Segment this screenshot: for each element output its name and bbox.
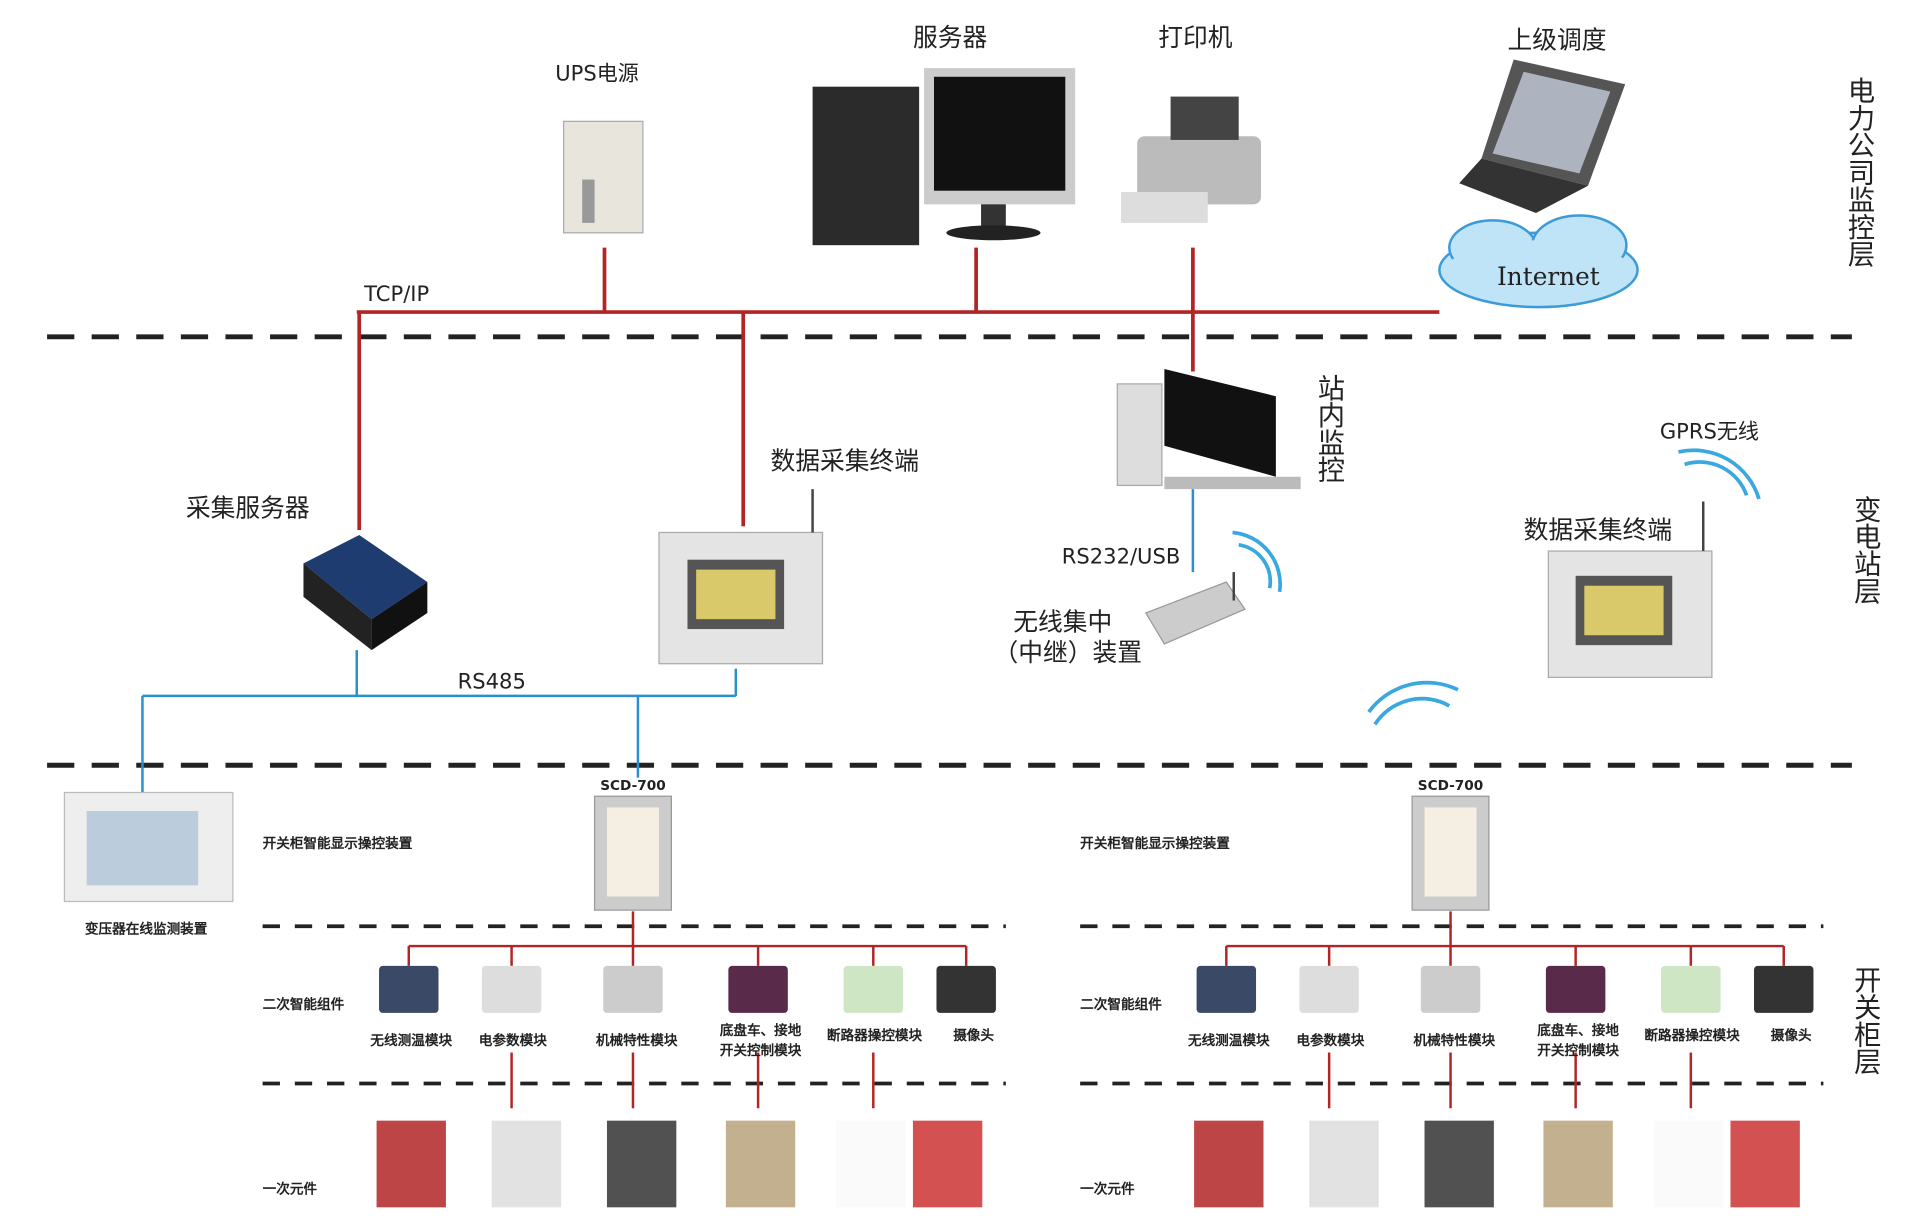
module-label: 开关控制模块 [1537, 1042, 1619, 1059]
module-label: 摄像头 [953, 1027, 994, 1044]
tcpip-network-lines [356, 247, 1440, 530]
ups-label: UPS电源 [555, 60, 639, 85]
module-device [843, 965, 904, 1013]
module-label: 机械特性模块 [596, 1032, 678, 1049]
primary-element-device [491, 1120, 562, 1208]
transformer-monitor-device [63, 791, 234, 903]
display-device-label: 开关柜智能显示操控装置 [1080, 835, 1230, 852]
rs232-label: RS232/USB [1062, 543, 1180, 568]
primary-element-device [725, 1120, 796, 1208]
station-monitor-label: 站内监控 [1312, 374, 1345, 483]
scd-model-label: SCD-700 [600, 778, 665, 794]
module-label: 断路器操控模块 [1644, 1027, 1740, 1044]
module-label: 开关控制模块 [720, 1042, 802, 1059]
wireless-relay-label-2: （中继）装置 [994, 638, 1143, 667]
server-label: 服务器 [913, 23, 988, 52]
data-terminal-left [658, 489, 824, 665]
module-device [728, 965, 788, 1013]
primary-element-device [1424, 1120, 1494, 1208]
internet-label: Internet [1497, 262, 1600, 291]
serial-lines [141, 489, 1195, 793]
primary-element-device [606, 1120, 677, 1208]
secondary-components-label: 二次智能组件 [1080, 996, 1162, 1013]
primary-element-device [912, 1120, 983, 1208]
collect-server-label: 采集服务器 [186, 493, 310, 522]
rs485-label: RS485 [458, 668, 526, 693]
laptop [1459, 59, 1626, 213]
printer-label: 打印机 [1158, 23, 1233, 52]
module-label: 断路器操控模块 [827, 1027, 923, 1044]
ups-device [562, 120, 644, 234]
primary-element-device [376, 1120, 446, 1208]
primary-elements-label: 一次元件 [263, 1181, 318, 1198]
module-device [1661, 965, 1721, 1013]
module-label: 无线测温模块 [369, 1032, 452, 1049]
module-device [1754, 965, 1814, 1013]
scd-model-label: SCD-700 [1418, 778, 1483, 794]
module-device [1299, 965, 1359, 1013]
server-computer [812, 68, 1076, 246]
primary-element-device [1730, 1120, 1800, 1208]
terminal-right-label: 数据采集终端 [1524, 516, 1673, 545]
printer [1121, 96, 1262, 223]
module-label: 电参数模块 [479, 1032, 547, 1049]
terminal-left-label: 数据采集终端 [771, 446, 920, 475]
module-device [936, 965, 996, 1013]
layer-label-substation: 变电站层 [1849, 495, 1882, 604]
wireless-relay-label-1: 无线集中 [1013, 607, 1112, 636]
layer-label-company: 电力公司监控层 [1843, 77, 1876, 268]
module-device [1545, 965, 1606, 1013]
layer-dividers [47, 334, 1852, 768]
module-device [603, 965, 663, 1013]
module-label: 摄像头 [1771, 1027, 1812, 1044]
scd-700-screen [1424, 807, 1477, 897]
data-terminal-right [1547, 501, 1713, 678]
module-device [1420, 965, 1481, 1013]
module-label: 无线测温模块 [1187, 1032, 1270, 1049]
module-device [481, 965, 542, 1013]
dispatch-label: 上级调度 [1508, 25, 1607, 54]
internet-cloud [1438, 214, 1639, 309]
primary-element-device [1653, 1120, 1724, 1208]
module-device [379, 965, 439, 1013]
wireless-relay-device [1144, 572, 1246, 645]
primary-element-device [1309, 1120, 1379, 1208]
module-label: 底盘车、接地 [720, 1022, 802, 1039]
collect-server-device [303, 534, 428, 651]
module-label: 电参数模块 [1296, 1032, 1364, 1049]
layer-label-switchgear: 开关柜层 [1849, 966, 1882, 1075]
scd-700-screen [606, 807, 659, 897]
primary-element-device [1194, 1120, 1264, 1208]
display-device-label: 开关柜智能显示操控装置 [263, 835, 413, 852]
primary-element-device [836, 1120, 906, 1208]
module-label: 底盘车、接地 [1537, 1022, 1619, 1039]
module-label: 机械特性模块 [1413, 1032, 1495, 1049]
primary-elements-label: 一次元件 [1080, 1181, 1135, 1198]
primary-element-device [1543, 1120, 1613, 1208]
wireless-signal-icons [1232, 448, 1761, 726]
gprs-label: GPRS无线 [1660, 418, 1759, 443]
secondary-components-label: 二次智能组件 [263, 996, 345, 1013]
tcpip-label: TCP/IP [363, 281, 429, 306]
module-device [1196, 965, 1257, 1013]
transformer-monitor-label: 变压器在线监测装置 [85, 921, 208, 938]
station-monitor-computer [1116, 369, 1301, 490]
